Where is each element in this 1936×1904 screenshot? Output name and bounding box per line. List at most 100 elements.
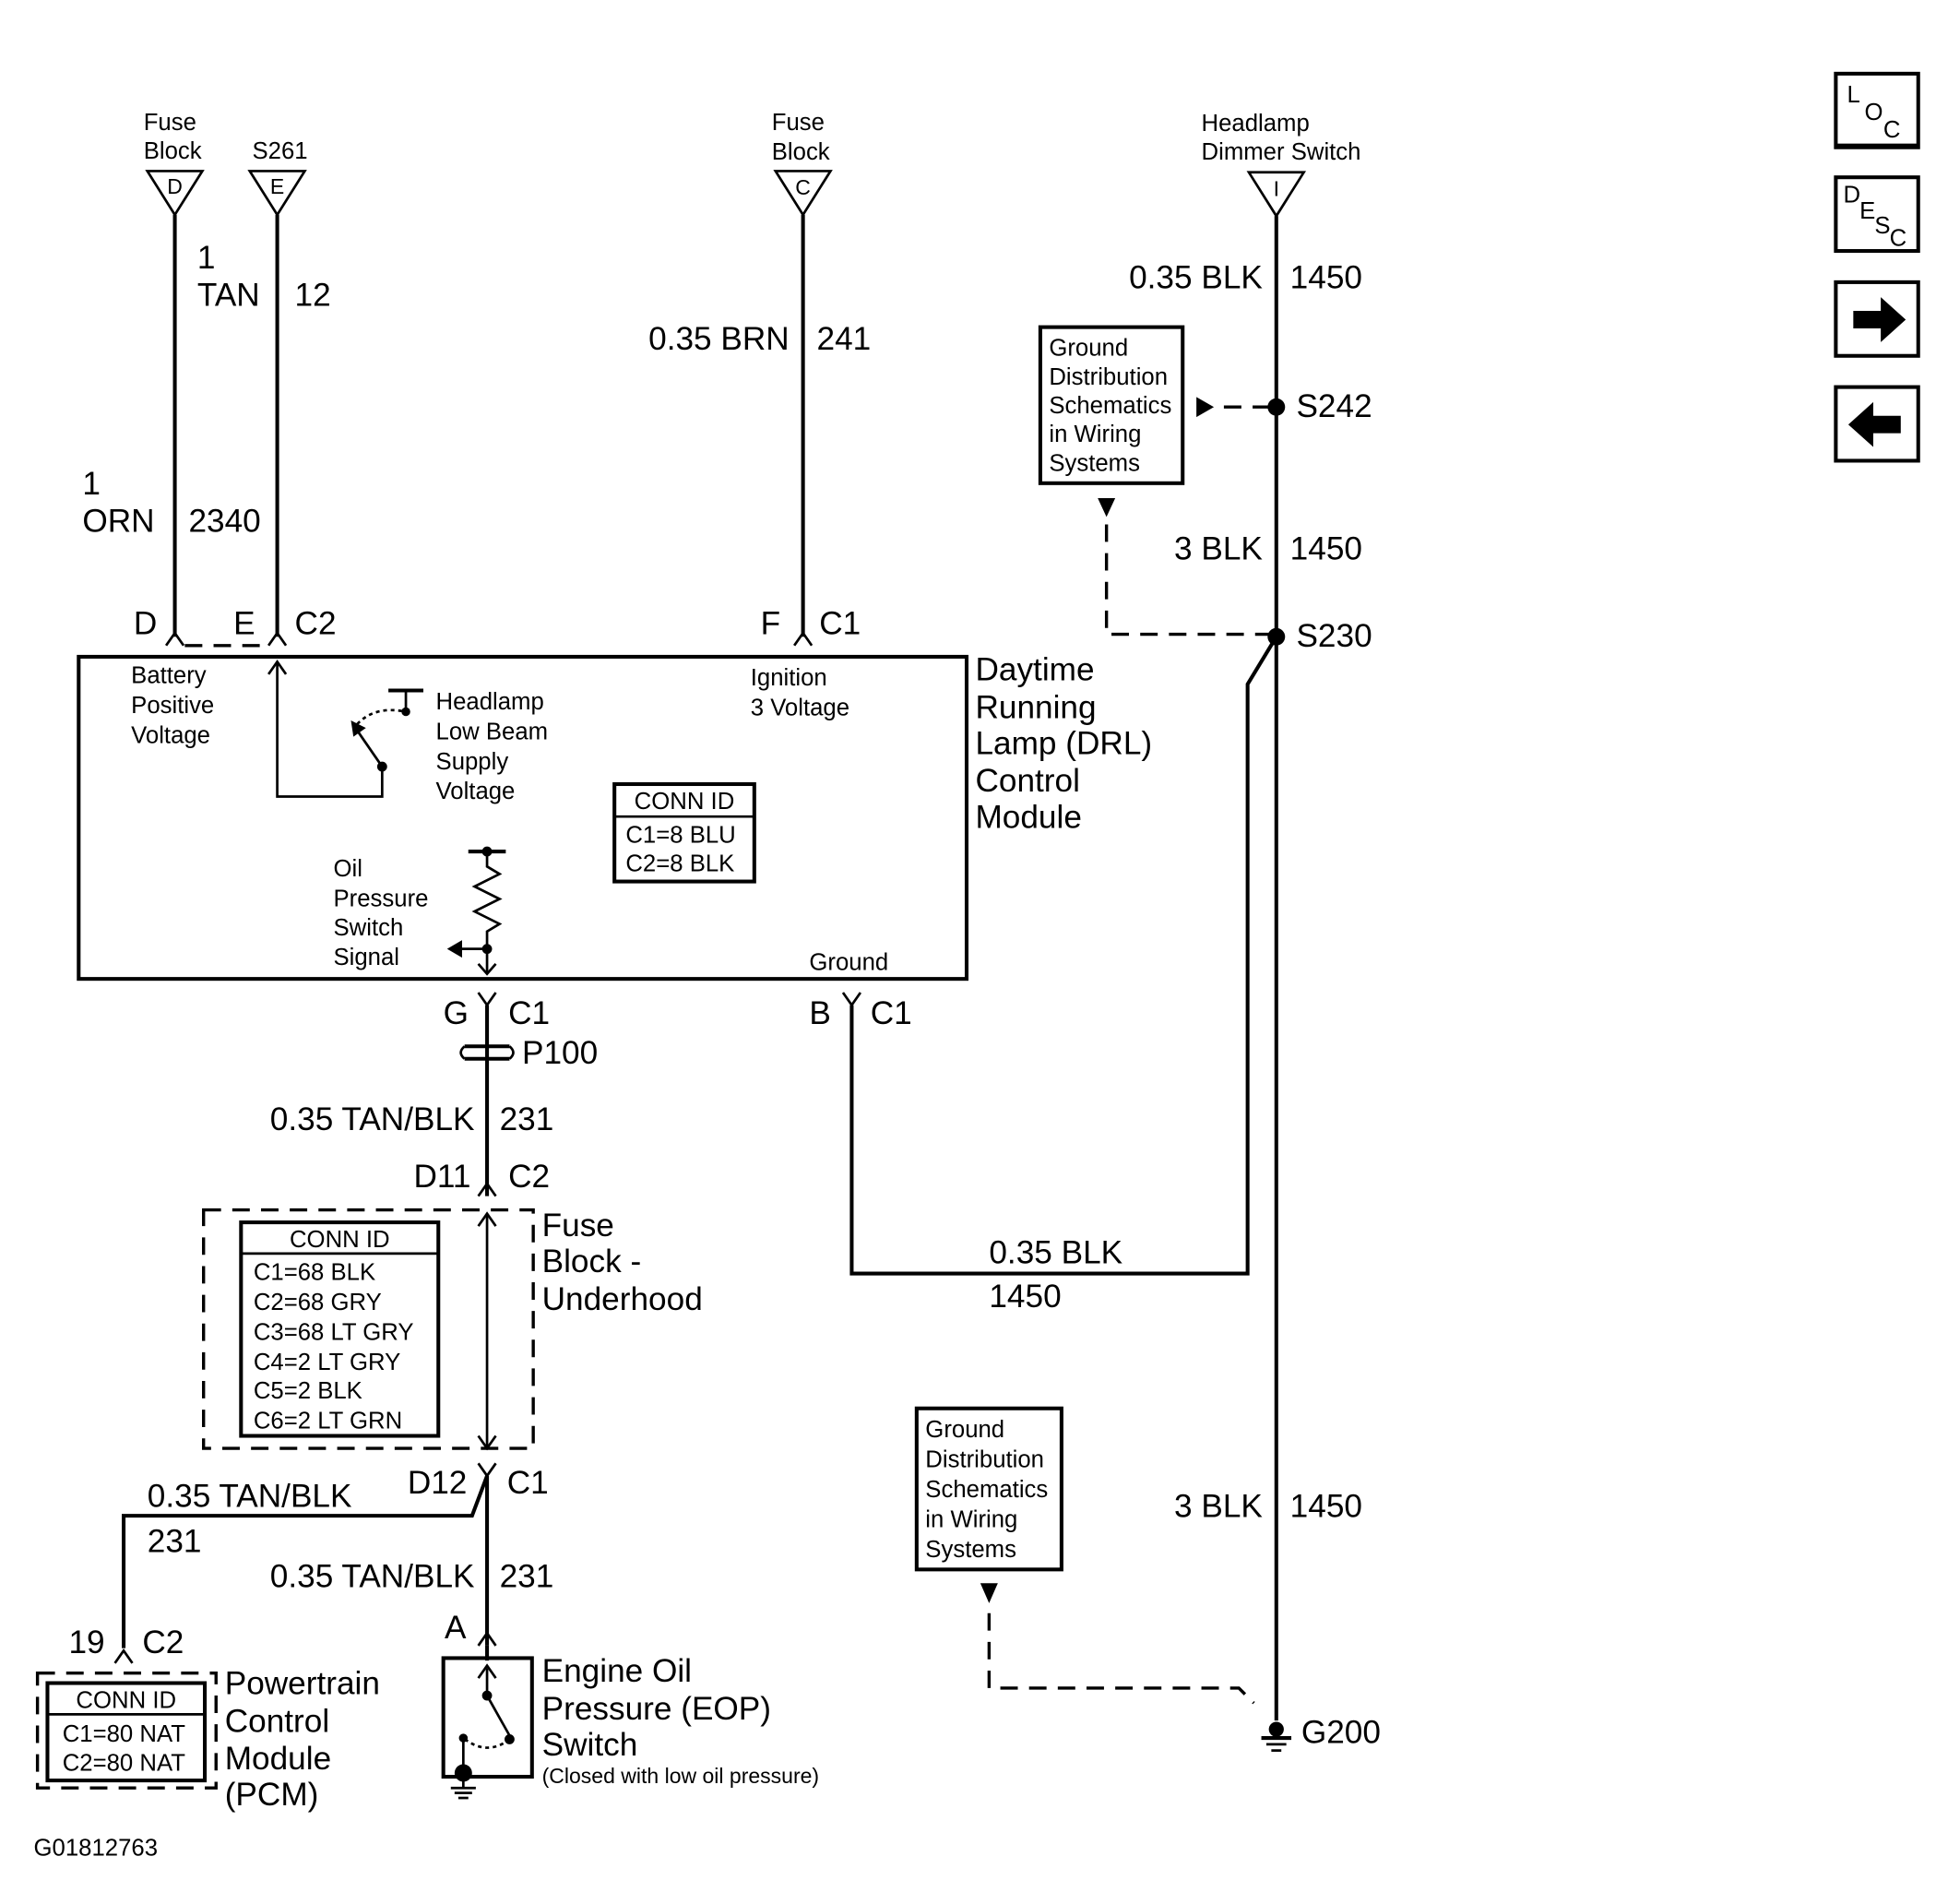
svg-text:C3=68 LT GRY: C3=68 LT GRY xyxy=(254,1319,414,1345)
feed-label: Fuse xyxy=(772,110,825,136)
connector-pin xyxy=(793,630,814,647)
svg-text:CONN ID: CONN ID xyxy=(290,1227,390,1253)
arrow-icon xyxy=(1196,397,1215,418)
inline-connector-label: P100 xyxy=(522,1035,598,1071)
feed-triangle xyxy=(1246,171,1307,219)
connector-label: C1 xyxy=(507,1465,549,1501)
wire-circuit: 231 xyxy=(500,1558,554,1594)
connector-pin xyxy=(164,630,185,647)
wire-color: 3 BLK xyxy=(1174,1489,1263,1525)
pin-label: A xyxy=(445,1610,467,1646)
svg-text:C4=2 LT GRY: C4=2 LT GRY xyxy=(254,1350,400,1375)
feed-triangle xyxy=(247,170,307,218)
feed-fuse-block-c: Fuse Block C xyxy=(772,110,833,218)
arrow-icon xyxy=(477,963,497,976)
wire-circuit: 231 xyxy=(148,1523,202,1559)
conn-id-box xyxy=(45,1681,208,1783)
svg-text:Pressure (EOP): Pressure (EOP) xyxy=(542,1691,771,1727)
arrow-icon xyxy=(267,659,288,675)
wire-circuit: 231 xyxy=(500,1101,554,1137)
feed-triangle xyxy=(145,170,205,218)
svg-text:Engine Oil: Engine Oil xyxy=(542,1653,692,1689)
svg-text:Module: Module xyxy=(225,1741,331,1777)
svg-text:E: E xyxy=(1859,198,1875,224)
svg-text:Ignition: Ignition xyxy=(751,665,827,691)
svg-text:Running: Running xyxy=(975,689,1096,725)
pin-label: F xyxy=(761,606,781,642)
svg-text:C: C xyxy=(1890,226,1907,252)
svg-text:(PCM): (PCM) xyxy=(225,1777,319,1813)
pin-label: D xyxy=(134,606,157,642)
svg-text:C6=2 LT GRN: C6=2 LT GRN xyxy=(254,1408,402,1434)
feed-s261: S261 E xyxy=(247,138,308,218)
splice-s242-dot xyxy=(1267,398,1286,416)
svg-text:Distribution: Distribution xyxy=(925,1446,1044,1472)
loc-button[interactable]: L O C xyxy=(1834,71,1920,149)
svg-text:C2=8 BLK: C2=8 BLK xyxy=(625,851,734,877)
feed-label: Dimmer Switch xyxy=(1202,139,1361,165)
svg-text:Switch: Switch xyxy=(334,915,404,941)
connector-label: C1 xyxy=(819,606,861,642)
svg-text:S: S xyxy=(1874,213,1890,239)
svg-text:Signal: Signal xyxy=(334,945,400,970)
svg-text:Schematics: Schematics xyxy=(925,1477,1048,1503)
wire-circuit: 1450 xyxy=(1290,260,1362,296)
svg-text:Underhood: Underhood xyxy=(542,1281,703,1317)
wire-circuit: 1450 xyxy=(989,1279,1061,1315)
svg-text:L: L xyxy=(1847,82,1860,108)
arrow-icon xyxy=(980,1583,998,1603)
wire-circuit: 12 xyxy=(295,278,331,314)
connector-pin xyxy=(477,1631,497,1647)
connector-label: C2 xyxy=(295,606,337,642)
figure-id: G01812763 xyxy=(34,1835,158,1861)
feed-letter: D xyxy=(167,174,183,198)
pin-label: B xyxy=(809,995,830,1031)
pin-label: D12 xyxy=(408,1465,468,1501)
switch-blade xyxy=(485,1695,511,1737)
connector-pin xyxy=(477,992,497,1007)
svg-text:Ground: Ground xyxy=(1049,336,1128,362)
svg-text:Daytime: Daytime xyxy=(975,652,1094,688)
svg-text:Voltage: Voltage xyxy=(436,779,516,804)
svg-text:C: C xyxy=(1883,117,1901,143)
wire-color: 0.35 TAN/BLK xyxy=(270,1558,475,1594)
svg-text:3 Voltage: 3 Voltage xyxy=(751,696,849,721)
svg-text:Fuse: Fuse xyxy=(542,1208,614,1244)
svg-text:Voltage: Voltage xyxy=(131,722,210,748)
connector-pin xyxy=(477,1462,497,1479)
wire-color: 3 BLK xyxy=(1174,530,1263,566)
svg-text:Lamp (DRL): Lamp (DRL) xyxy=(975,726,1152,762)
fuse-block-underhood: Fuse Block - Underhood CONN ID C1=68 BLK… xyxy=(202,1208,703,1451)
svg-text:Ground: Ground xyxy=(809,950,888,976)
conn-id-box xyxy=(239,1220,441,1438)
svg-text:Systems: Systems xyxy=(1049,450,1140,476)
svg-text:CONN ID: CONN ID xyxy=(635,789,735,815)
desc-button[interactable]: D E S C xyxy=(1834,175,1920,254)
svg-text:Battery: Battery xyxy=(131,662,207,688)
connector-label: C2 xyxy=(508,1159,550,1195)
arrow-right-icon xyxy=(1853,297,1906,342)
feed-label: Headlamp xyxy=(1202,111,1310,137)
svg-text:Systems: Systems xyxy=(925,1537,1016,1563)
connector-pin xyxy=(113,1648,134,1664)
previous-button[interactable] xyxy=(1834,385,1920,463)
wire-color: 0.35 BLK xyxy=(1129,260,1263,296)
svg-text:D: D xyxy=(1844,182,1861,208)
wire-color: 0.35 TAN/BLK xyxy=(270,1101,475,1137)
svg-text:Distribution: Distribution xyxy=(1049,364,1168,390)
ground-label: G200 xyxy=(1301,1714,1381,1750)
wire-color: TAN xyxy=(197,278,260,314)
svg-text:C1=8 BLU: C1=8 BLU xyxy=(625,823,735,849)
wire-color: 0.35 BRN xyxy=(648,321,790,357)
arrow-icon xyxy=(446,940,462,958)
arrow-icon xyxy=(1098,498,1116,518)
connector-pin xyxy=(841,992,862,1007)
svg-text:Switch: Switch xyxy=(542,1727,638,1763)
svg-text:Headlamp: Headlamp xyxy=(436,689,544,715)
conn-id-box xyxy=(612,781,756,884)
pin-label: G xyxy=(444,995,469,1031)
svg-text:C5=2 BLK: C5=2 BLK xyxy=(254,1378,362,1404)
connector-label: C1 xyxy=(508,995,550,1031)
next-button[interactable] xyxy=(1834,280,1920,358)
svg-text:Low Beam: Low Beam xyxy=(436,719,549,744)
